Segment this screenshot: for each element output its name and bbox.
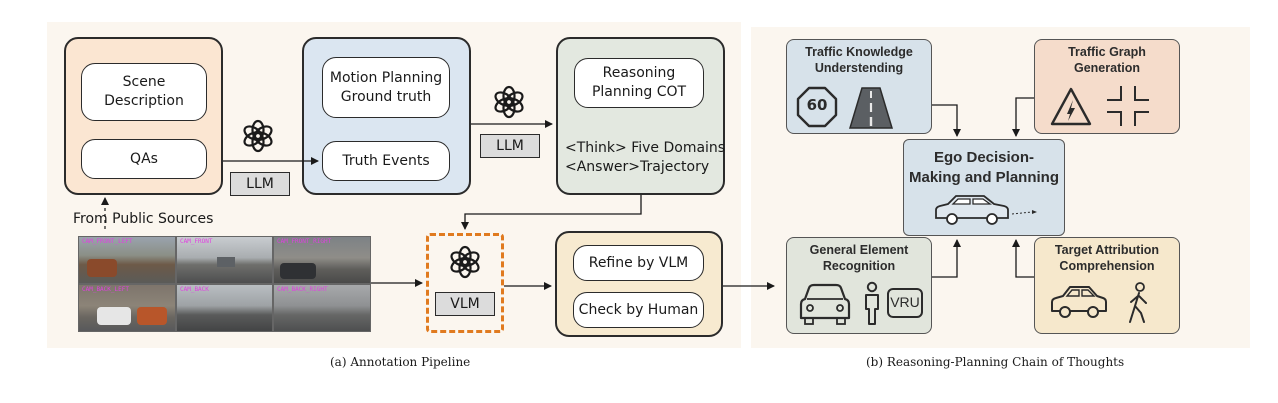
camera-image: CAM_FRONT_LEFT — [78, 236, 176, 284]
vlm-dashed-box — [426, 233, 504, 333]
scene-description-pill: Scene Description — [81, 63, 207, 121]
reasoning-planning-pill: Reasoning Planning COT — [574, 58, 704, 108]
general-element-title: General Element Recognition — [809, 243, 909, 273]
car-icon — [797, 282, 853, 326]
qas-pill: QAs — [81, 139, 207, 179]
llm-label: LLM — [480, 134, 540, 158]
annotation-pipeline-caption: (a) Annotation Pipeline — [330, 355, 471, 369]
motion-planning-pill: Motion Planning Ground truth — [322, 57, 450, 118]
reasoning-chain-caption: (b) Reasoning-Planning Chain of Thoughts — [866, 355, 1125, 369]
llm-label: LLM — [230, 172, 290, 196]
camera-image: CAM_BACK_LEFT — [78, 284, 176, 332]
answer-text: <Answer>Trajectory — [565, 159, 710, 175]
pedestrian-icon — [861, 281, 883, 326]
truth-events-pill: Truth Events — [322, 141, 450, 181]
speed-limit-value: 60 — [806, 96, 828, 114]
camera-image-grid: CAM_FRONT_LEFT CAM_FRONT CAM_FRONT_RIGHT… — [78, 236, 371, 332]
from-public-sources-label: From Public Sources — [73, 211, 214, 227]
vlm-label: VLM — [435, 292, 495, 316]
vru-icon — [887, 288, 923, 318]
speed-limit-sign-icon — [796, 86, 838, 128]
car-icon — [1049, 284, 1109, 320]
refine-by-vlm-pill: Refine by VLM — [573, 245, 704, 281]
walking-person-icon — [1125, 282, 1151, 324]
traffic-knowledge-title: Traffic Knowledge Understending — [805, 45, 913, 75]
car-icon — [932, 192, 1038, 228]
traffic-graph-title: Traffic Graph Generation — [1068, 45, 1146, 75]
camera-image: CAM_FRONT_RIGHT — [273, 236, 371, 284]
target-attribution-title: Target Attribution Comprehension — [1054, 243, 1160, 273]
ego-decision-box — [903, 139, 1065, 236]
intersection-icon — [1105, 84, 1151, 128]
camera-image: CAM_BACK_RIGHT — [273, 284, 371, 332]
think-text: <Think> Five Domains — [565, 140, 726, 156]
traffic-graph-box — [1034, 39, 1180, 134]
target-attribution-box — [1034, 237, 1180, 334]
openai-logo-icon — [448, 245, 482, 279]
ego-decision-title: Ego Decision- Making and Planning — [908, 149, 1059, 186]
warning-sign-icon — [1049, 86, 1093, 128]
vru-label: VRU — [890, 294, 920, 310]
road-icon — [848, 86, 894, 130]
camera-image: CAM_FRONT — [176, 236, 273, 284]
camera-image: CAM_BACK — [176, 284, 273, 332]
openai-logo-icon — [492, 85, 526, 119]
openai-logo-icon — [241, 119, 275, 153]
check-by-human-pill: Check by Human — [573, 292, 704, 328]
